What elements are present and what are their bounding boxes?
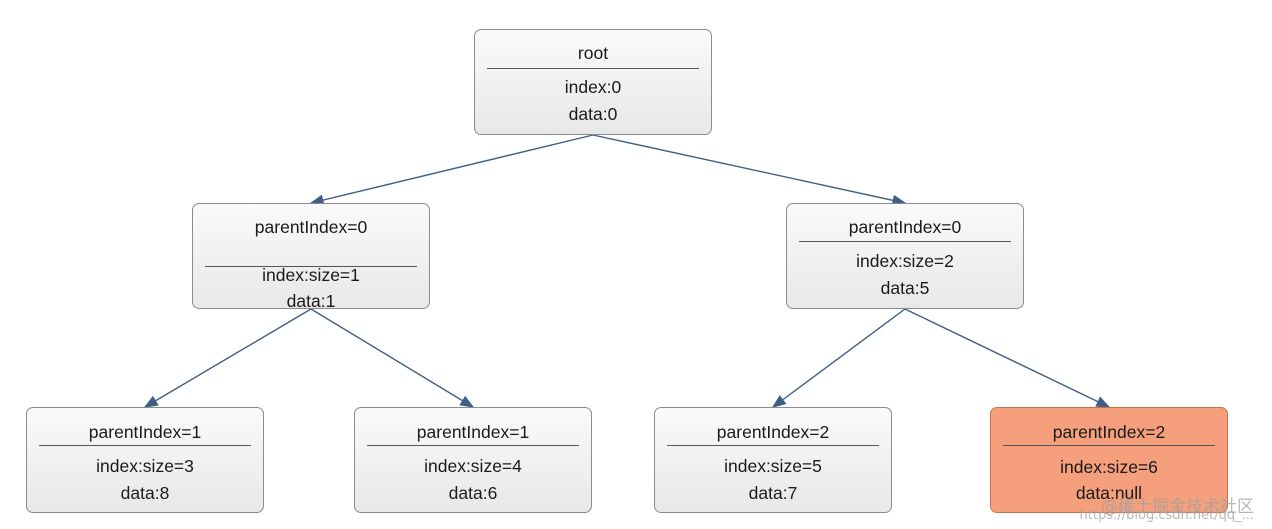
node-divider	[667, 445, 879, 446]
node-level2-2: parentIndex=1 index:size=4 data:6	[354, 407, 592, 513]
node-divider	[799, 241, 1011, 242]
node-title: parentIndex=1	[416, 422, 530, 442]
node-divider	[367, 445, 579, 446]
node-data: data:5	[880, 278, 930, 298]
node-data: data:8	[120, 483, 170, 503]
node-title: root	[577, 43, 609, 63]
node-title: parentIndex=2	[716, 422, 830, 442]
node-data: data:1	[286, 291, 336, 311]
node-divider	[205, 266, 417, 267]
node-level2-4-highlighted: parentIndex=2 index:size=6 data:null	[990, 407, 1228, 513]
node-index: index:0	[564, 77, 622, 97]
node-index: index:size=5	[724, 456, 822, 476]
node-title: parentIndex=2	[1052, 422, 1166, 442]
watermark-title: @稀土掘金技术社区	[1101, 497, 1254, 517]
node-index: index:size=6	[1060, 457, 1158, 477]
node-level2-3: parentIndex=2 index:size=5 data:7	[654, 407, 892, 513]
node-index: index:size=2	[856, 251, 954, 271]
node-divider	[1003, 445, 1215, 446]
node-title: parentIndex=0	[848, 217, 962, 237]
node-level2-1: parentIndex=1 index:size=3 data:8	[26, 407, 264, 513]
node-title: parentIndex=1	[88, 422, 202, 442]
node-title: parentIndex=0	[254, 217, 368, 237]
node-level1-right: parentIndex=0 index:size=2 data:5	[786, 203, 1024, 309]
edge-n2-to-n5	[771, 308, 906, 408]
node-index: index:size=4	[424, 456, 522, 476]
node-divider	[39, 445, 251, 446]
node-root: root index:0 data:0	[474, 29, 712, 135]
node-index: index:size=1	[262, 265, 360, 285]
node-data: data:6	[448, 483, 498, 503]
edge-root-to-n2	[592, 134, 907, 206]
node-index: index:size=3	[96, 456, 194, 476]
node-data: data:0	[568, 104, 618, 124]
edge-root-to-n1	[309, 134, 594, 206]
node-level1-left: parentIndex=0 index:size=1 data:1	[192, 203, 430, 311]
watermark-url: https://blog.csdn.net/qq_...	[1079, 508, 1254, 523]
edge-n1-to-n3	[143, 308, 312, 408]
edge-n2-to-n6	[904, 308, 1111, 408]
node-data: data:null	[1075, 483, 1143, 503]
node-data: data:7	[748, 483, 798, 503]
node-divider	[487, 68, 699, 69]
edge-n1-to-n4	[310, 308, 475, 408]
